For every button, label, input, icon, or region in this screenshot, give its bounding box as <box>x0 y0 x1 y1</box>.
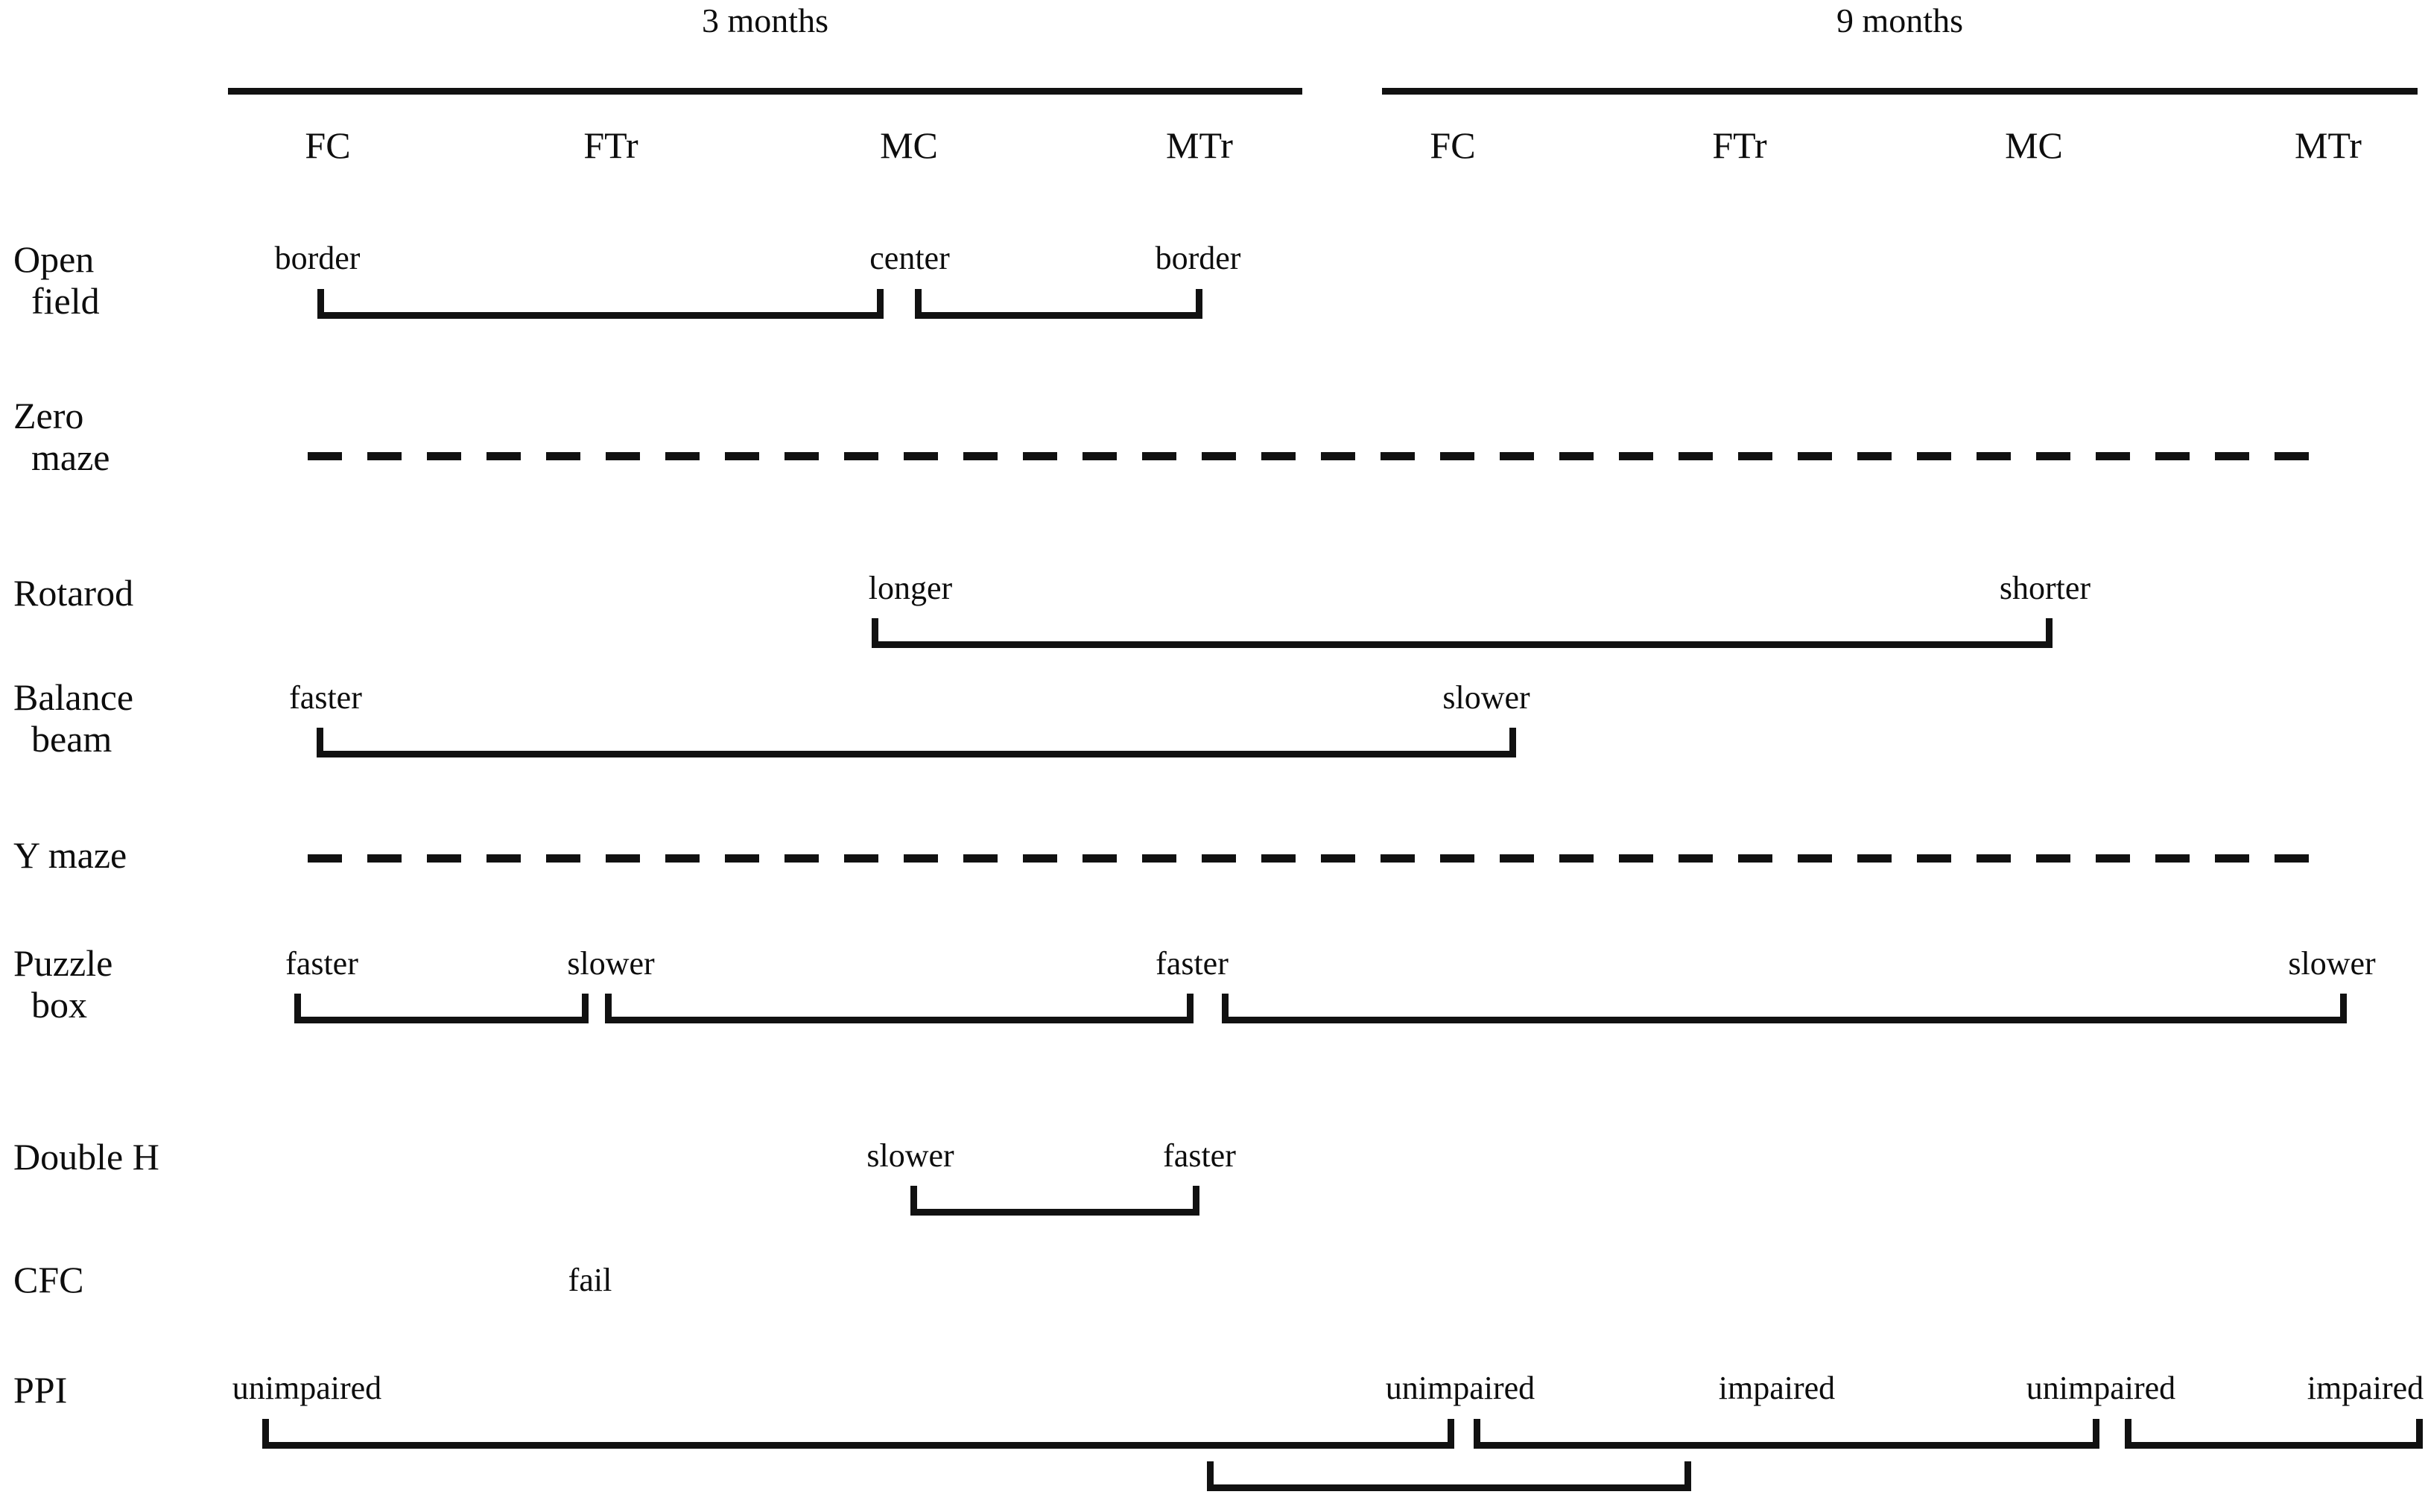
note-label: slower <box>2288 945 2376 982</box>
row-label-line1: Rotarod <box>13 572 134 614</box>
note-balance-beam-slower: slower <box>1375 682 1598 714</box>
note-balance-beam-faster: faster <box>214 682 437 714</box>
row-label-line1: Puzzle <box>13 942 113 984</box>
row-label-line1: CFC <box>13 1259 84 1300</box>
row-label-line2: maze <box>31 436 110 478</box>
column-header-3m-mtr: MTr <box>1125 127 1274 164</box>
note-puzzle-box-slower-1: slower <box>499 947 723 980</box>
bracket-ppi-lower-1 <box>1207 1461 1691 1491</box>
note-rotarod-shorter: shorter <box>1933 572 2157 605</box>
note-open-field-center: center <box>798 242 1021 275</box>
column-header-9m-fc: FC <box>1378 127 1527 164</box>
row-label-line1: Y maze <box>13 834 127 876</box>
note-rotarod-longer: longer <box>799 572 1022 605</box>
column-header-label: MC <box>2005 124 2063 166</box>
note-ppi-unimpaired-1: unimpaired <box>158 1372 456 1405</box>
column-header-label: MTr <box>1166 124 1233 166</box>
note-label: faster <box>1156 945 1229 982</box>
column-header-label: MC <box>880 124 938 166</box>
note-open-field-border-2: border <box>1086 242 1310 275</box>
row-label-line1: Balance <box>13 676 134 718</box>
timepoint-title-9-months: 9 months <box>1751 4 2049 38</box>
row-label-open-field: Open field <box>13 238 100 322</box>
row-label-cfc: CFC <box>13 1259 84 1300</box>
bracket-rotarod-1 <box>872 618 2053 648</box>
note-label: unimpaired <box>2026 1370 2176 1406</box>
column-header-9m-mtr: MTr <box>2254 127 2403 164</box>
row-label-line1: Double H <box>13 1136 159 1178</box>
column-header-label: FTr <box>583 124 638 166</box>
note-label: unimpaired <box>232 1370 382 1406</box>
column-header-label: FC <box>305 124 351 166</box>
row-label-double-h: Double H <box>13 1136 159 1178</box>
bracket-open-field-2 <box>915 289 1202 319</box>
note-label: impaired <box>1718 1370 1836 1406</box>
note-ppi-unimpaired-2: unimpaired <box>1311 1372 1609 1405</box>
note-label: slower <box>866 1137 954 1174</box>
row-label-line2: beam <box>31 718 112 760</box>
note-label: center <box>869 240 950 276</box>
bracket-balance-beam-1 <box>317 728 1516 757</box>
timepoint-rule-9-months <box>1382 88 2418 95</box>
note-label: faster <box>285 945 358 982</box>
note-cfc-fail: fail <box>478 1264 702 1297</box>
row-label-line1: Zero <box>13 395 84 436</box>
note-puzzle-box-faster-1: faster <box>210 947 434 980</box>
dashed-line-y-maze <box>308 854 2319 863</box>
row-label-line1: PPI <box>13 1369 68 1411</box>
timepoint-label: 9 months <box>1836 1 1963 39</box>
note-ppi-impaired-1: impaired <box>1646 1372 1907 1405</box>
note-label: faster <box>289 679 362 716</box>
row-label-balance-beam: Balance beam <box>13 676 133 760</box>
row-label-ppi: PPI <box>13 1369 67 1411</box>
note-label: border <box>274 240 361 276</box>
note-label: unimpaired <box>1385 1370 1535 1406</box>
column-header-3m-mc: MC <box>834 127 983 164</box>
note-double-h-faster: faster <box>1088 1140 1311 1172</box>
timepoint-rule-3-months <box>228 88 1302 95</box>
bracket-ppi-1 <box>262 1419 1454 1449</box>
row-label-line1: Open <box>13 238 95 280</box>
bracket-puzzle-box-3 <box>1222 994 2347 1023</box>
note-double-h-slower: slower <box>799 1140 1022 1172</box>
column-header-9m-ftr: FTr <box>1665 127 1814 164</box>
note-ppi-unimpaired-3: unimpaired <box>1952 1372 2250 1405</box>
note-label: border <box>1155 240 1241 276</box>
note-label: impaired <box>2307 1370 2424 1406</box>
bracket-ppi-3 <box>2125 1419 2423 1449</box>
note-label: slower <box>1442 679 1530 716</box>
bracket-open-field-1 <box>317 289 884 319</box>
note-puzzle-box-faster-2: faster <box>1080 947 1304 980</box>
row-label-zero-maze: Zero maze <box>13 395 110 478</box>
note-label: shorter <box>1999 570 2091 606</box>
note-label: longer <box>868 570 953 606</box>
row-label-line2: field <box>31 280 100 322</box>
column-header-3m-fc: FC <box>253 127 402 164</box>
column-header-9m-mc: MC <box>1959 127 2108 164</box>
column-header-label: FC <box>1430 124 1476 166</box>
note-label: slower <box>567 945 655 982</box>
note-puzzle-box-slower-2: slower <box>2220 947 2428 980</box>
note-label: faster <box>1163 1137 1236 1174</box>
column-header-label: MTr <box>2295 124 2362 166</box>
bracket-ppi-2 <box>1474 1419 2099 1449</box>
row-label-line2: box <box>31 984 87 1026</box>
note-label: fail <box>568 1262 612 1298</box>
row-label-puzzle-box: Puzzle box <box>13 942 112 1026</box>
dashed-line-zero-maze <box>308 452 2319 460</box>
bracket-puzzle-box-1 <box>294 994 589 1023</box>
row-label-rotarod: Rotarod <box>13 572 133 614</box>
column-header-3m-ftr: FTr <box>536 127 685 164</box>
timepoint-label: 3 months <box>702 1 828 39</box>
column-header-label: FTr <box>1712 124 1767 166</box>
bracket-puzzle-box-2 <box>605 994 1194 1023</box>
timepoint-title-3-months: 3 months <box>616 4 914 38</box>
note-open-field-border-1: border <box>206 242 429 275</box>
bracket-double-h-1 <box>910 1186 1199 1216</box>
note-ppi-impaired-2: impaired <box>2235 1372 2428 1405</box>
row-label-y-maze: Y maze <box>13 834 127 876</box>
